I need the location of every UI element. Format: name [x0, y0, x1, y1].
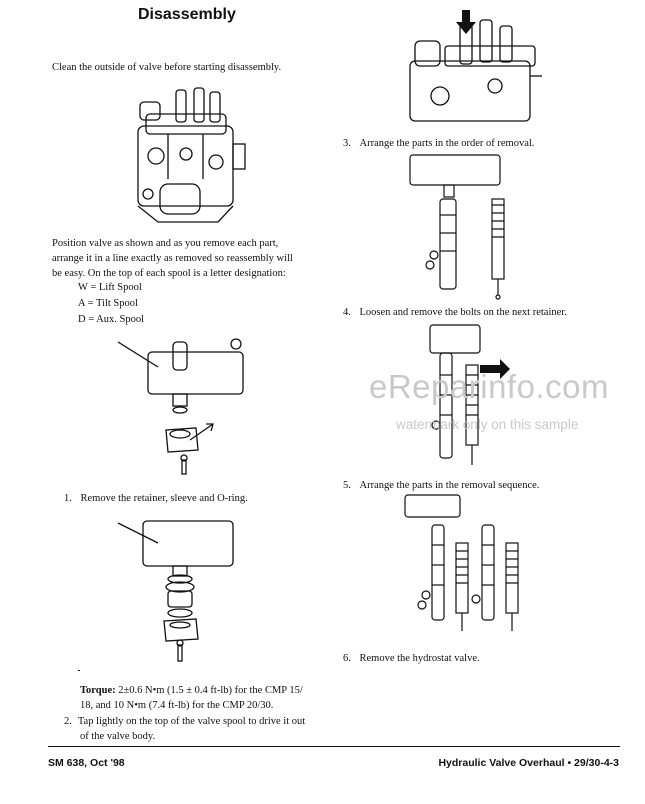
- spool-sleeve-illustration: [117, 520, 234, 662]
- torque-label: Torque:: [80, 685, 116, 696]
- step-4: 4. Loosen and remove the bolts on the ne…: [343, 305, 567, 320]
- divider-left: [78, 670, 80, 671]
- footer-rule: [48, 746, 620, 747]
- step-4-number: 4.: [343, 307, 351, 318]
- intro-text: Clean the outside of valve before starti…: [52, 62, 282, 73]
- step-2-line-1: Tap lightly on the top of the valve spoo…: [77, 716, 306, 727]
- removed-parts-order-illustration: [409, 154, 505, 300]
- step-3-number: 3.: [343, 138, 351, 149]
- step-2: 2. Tap lightly on the top of the valve sp…: [64, 714, 305, 744]
- position-line-1: Position valve as shown and as you remov…: [52, 238, 279, 249]
- step-1-text: Remove the retainer, sleeve and O-ring.: [80, 493, 248, 504]
- spool-item-aux: D = Aux. Spool: [78, 314, 145, 325]
- position-line-2: arrange it in a line exactly as removed …: [52, 253, 293, 264]
- step-5-number: 5.: [343, 480, 351, 491]
- step-6: 6. Remove the hydrostat valve.: [343, 651, 480, 666]
- position-instructions: Position valve as shown and as you remov…: [52, 236, 293, 281]
- torque-line-2: 18, and 10 N•m (7.4 ft-lb) for the CMP 2…: [80, 700, 274, 711]
- valve-assembly-illustration: [137, 87, 246, 223]
- step-5: 5. Arrange the parts in the removal sequ…: [343, 478, 539, 493]
- step-3-text: Arrange the parts in the order of remova…: [359, 138, 535, 149]
- step-5-text: Arrange the parts in the removal sequenc…: [359, 480, 540, 491]
- spool-item-tilt: A = Tilt Spool: [78, 298, 138, 309]
- step-6-number: 6.: [343, 653, 351, 664]
- next-retainer-illustration: [429, 324, 510, 465]
- step-3: 3. Arrange the parts in the order of rem…: [343, 136, 534, 151]
- removal-sequence-illustration: [404, 494, 519, 631]
- torque-block: Torque: 2±0.6 N•m (1.5 ± 0.4 ft-lb) for …: [80, 683, 303, 713]
- retainer-removal-illustration: [117, 338, 244, 475]
- watermark-notice: watermark only on this sample: [396, 417, 579, 432]
- watermark-site: eReparinfo.com: [369, 368, 609, 405]
- step-2-number: 2.: [64, 716, 72, 727]
- step-1: 1. Remove the retainer, sleeve and O-rin…: [64, 491, 248, 506]
- step-6-text: Remove the hydrostat valve.: [359, 653, 480, 664]
- step-2-line-2: of the valve body.: [80, 731, 156, 742]
- spool-push-illustration: [409, 10, 542, 122]
- footer-section: Hydraulic Valve Overhaul • 29/30-4-3: [438, 757, 619, 769]
- step-1-number: 1.: [64, 493, 72, 504]
- spool-item-lift: W = Lift Spool: [78, 282, 142, 293]
- footer-manual-id: SM 638, Oct '98: [48, 757, 125, 769]
- page-title: Disassembly: [138, 6, 236, 23]
- spool-list: W = Lift Spool A = Tilt Spool D = Aux. S…: [78, 280, 144, 328]
- position-line-3: be easy. On the top of each spool is a l…: [52, 268, 286, 279]
- torque-line-1: 2±0.6 N•m (1.5 ± 0.4 ft-lb) for the CMP …: [118, 685, 303, 696]
- step-4-text: Loosen and remove the bolts on the next …: [359, 307, 567, 318]
